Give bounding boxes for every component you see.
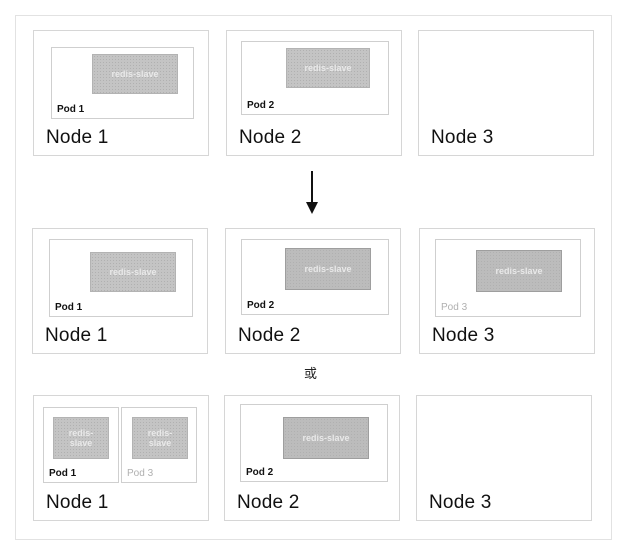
node-box: redis-slave Pod 2 Node 2: [225, 228, 401, 354]
pod-box: redis-slave Pod 2: [240, 404, 388, 482]
node-label: Node 1: [45, 325, 108, 346]
or-label: 或: [304, 367, 318, 382]
redis-slave-container: redis- slave: [53, 417, 109, 459]
node-box: Node 3: [416, 395, 592, 521]
down-arrow-icon: [311, 171, 313, 205]
container-label-line: slave: [148, 438, 172, 448]
container-label-line: slave: [69, 438, 93, 448]
container-label: redis-slave: [304, 63, 352, 73]
down-arrow-head-icon: [306, 202, 318, 214]
redis-slave-container: redis-slave: [476, 250, 562, 292]
node-box: redis-slave Pod 2 Node 2: [224, 395, 400, 521]
redis-slave-container: redis-slave: [90, 252, 176, 292]
node-box: redis-slave Pod 1 Node 1: [32, 228, 208, 354]
node-box: redis-slave Pod 1 Node 1: [33, 30, 209, 156]
pod-label: Pod 1: [49, 468, 77, 479]
pod-box: redis-slave Pod 1: [49, 239, 193, 317]
container-label: redis-slave: [302, 433, 350, 443]
container-label: redis-slave: [111, 69, 159, 79]
node-label: Node 1: [46, 127, 109, 148]
diagram-frame: [15, 15, 612, 540]
node-label: Node 3: [431, 127, 494, 148]
pod-label: Pod 3: [441, 302, 468, 313]
container-label: redis-slave: [304, 264, 352, 274]
node-label: Node 2: [239, 127, 302, 148]
pod-label: Pod 1: [57, 104, 85, 115]
pod-box: redis-slave Pod 2: [241, 41, 389, 115]
pod-label: Pod 2: [247, 300, 275, 311]
container-label: redis-slave: [109, 267, 157, 277]
pod-box: redis- slave Pod 3: [121, 407, 197, 483]
container-label-line: redis-: [147, 428, 173, 438]
pod-label: Pod 2: [247, 100, 275, 111]
node-label: Node 3: [429, 492, 492, 513]
node-box: redis-slave Pod 3 Node 3: [419, 228, 595, 354]
redis-slave-container: redis-slave: [92, 54, 178, 94]
node-label: Node 1: [46, 492, 109, 513]
node-label: Node 3: [432, 325, 495, 346]
node-label: Node 2: [238, 325, 301, 346]
pod-label: Pod 1: [55, 302, 83, 313]
node-label: Node 2: [237, 492, 300, 513]
redis-slave-container: redis- slave: [132, 417, 188, 459]
node-box: Node 3: [418, 30, 594, 156]
pod-box: redis-slave Pod 3: [435, 239, 581, 317]
node-box: redis- slave Pod 1 redis- slave Pod 3 No…: [33, 395, 209, 521]
pod-box: redis-slave Pod 1: [51, 47, 194, 119]
container-label: redis-slave: [495, 266, 543, 276]
redis-slave-container: redis-slave: [285, 248, 371, 290]
pod-label: Pod 2: [246, 467, 274, 478]
pod-label: Pod 3: [127, 468, 154, 479]
container-label-line: redis-: [68, 428, 94, 438]
pod-box: redis-slave Pod 2: [241, 239, 389, 315]
node-box: redis-slave Pod 2 Node 2: [226, 30, 402, 156]
redis-slave-container: redis-slave: [286, 48, 370, 88]
redis-slave-container: redis-slave: [283, 417, 369, 459]
pod-box: redis- slave Pod 1: [43, 407, 119, 483]
